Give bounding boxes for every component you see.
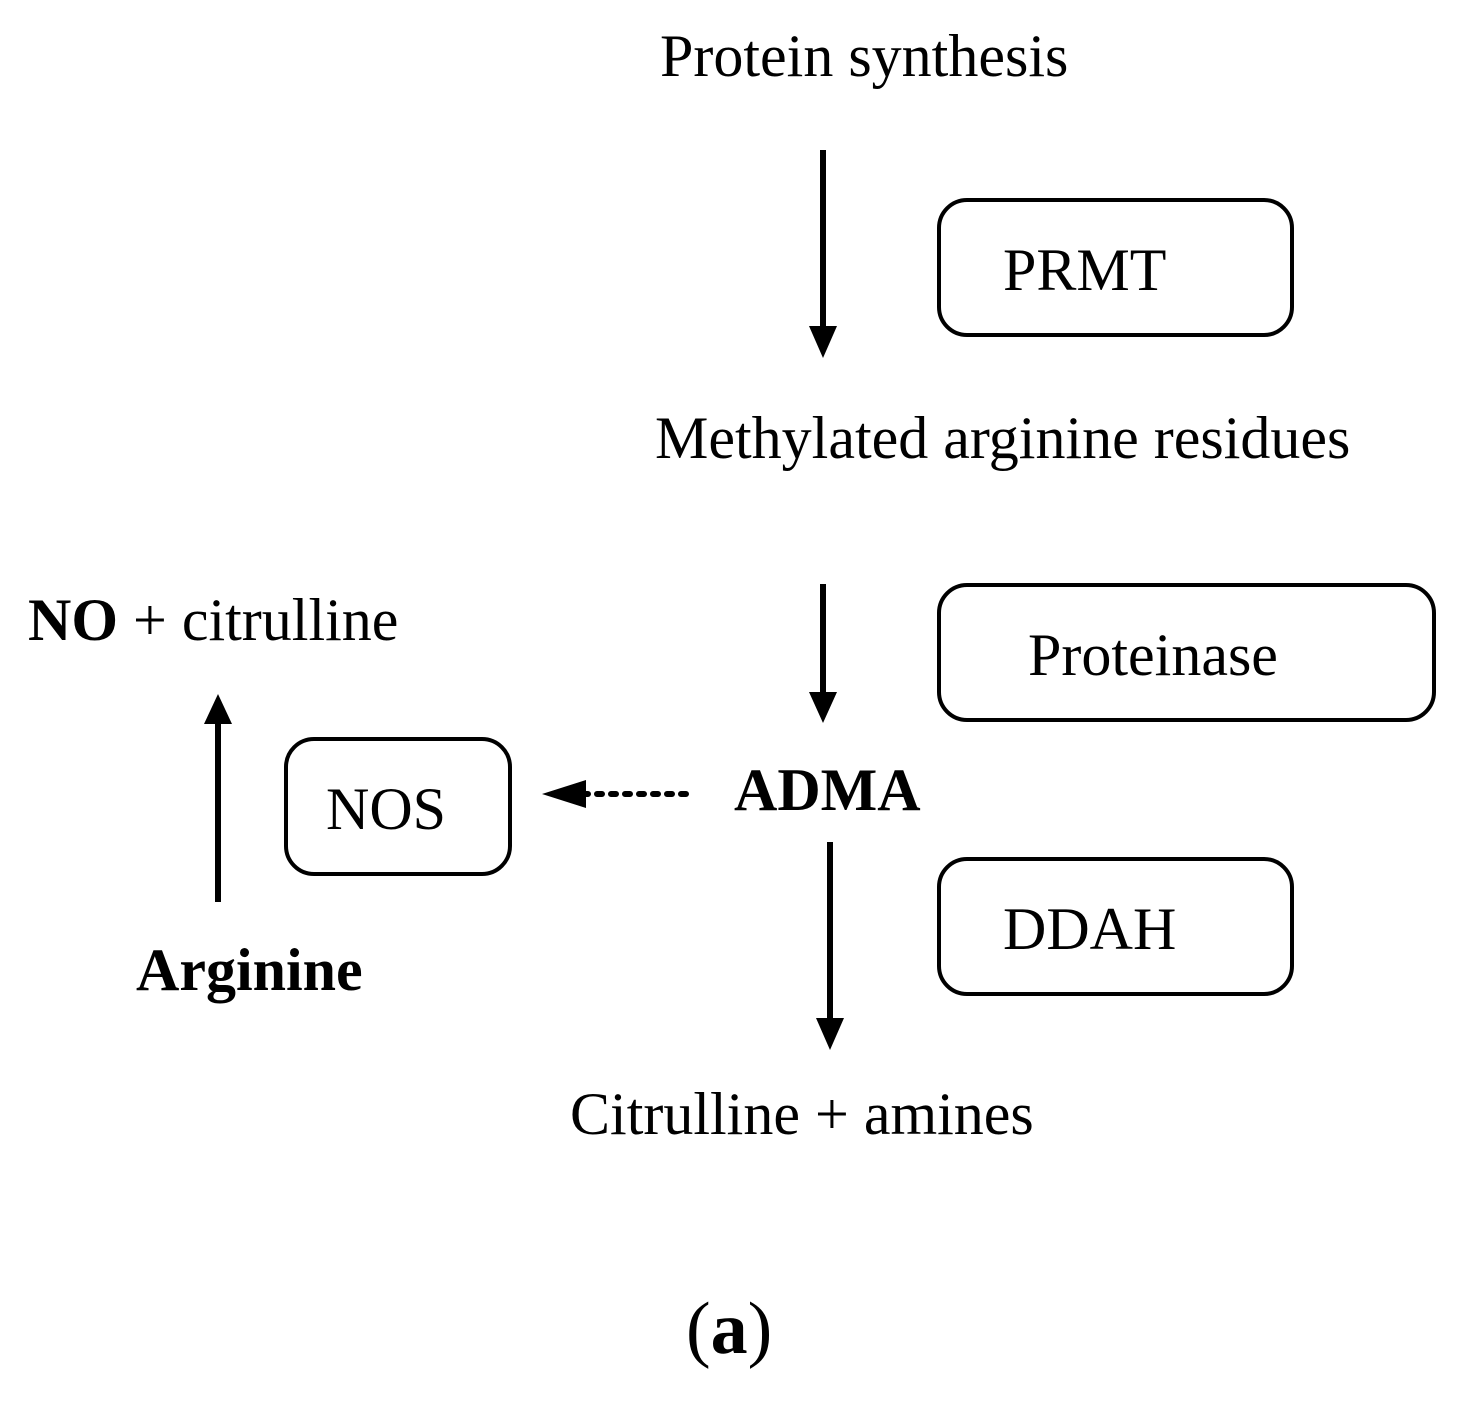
arginine-label: Arginine (136, 937, 363, 1003)
caption-open-paren: ( (686, 1288, 711, 1370)
prmt-label: PRMT (1003, 237, 1167, 303)
arrow-down-proteinase (809, 584, 837, 723)
ddah-label: DDAH (1003, 896, 1177, 962)
caption-letter: a (710, 1288, 748, 1370)
nos-label: NOS (326, 776, 447, 842)
ddah-box: DDAH (937, 857, 1294, 996)
methylated-arginine-residues-label: Methylated arginine residues (655, 405, 1351, 471)
arrow-down-prmt (809, 150, 837, 358)
citrulline-product-label: + citrulline (118, 587, 399, 653)
prmt-box: PRMT (937, 198, 1294, 337)
proteinase-box: Proteinase (937, 583, 1436, 722)
arrow-down-ddah (816, 842, 844, 1050)
no-label: NO (28, 587, 118, 653)
proteinase-label: Proteinase (1028, 622, 1278, 688)
no-citrulline-label: NO + citrulline (28, 590, 398, 650)
citrulline-amines-label: Citrulline + amines (570, 1081, 1034, 1147)
adma-label: ADMA (734, 757, 921, 823)
nos-box: NOS (284, 737, 512, 876)
dotted-inhibition-arrow (542, 780, 689, 808)
arrow-up-nos (204, 694, 232, 902)
protein-synthesis-label: Protein synthesis (660, 23, 1069, 89)
caption-close-paren: ) (747, 1288, 773, 1370)
figure-caption: (a) (686, 1292, 772, 1366)
